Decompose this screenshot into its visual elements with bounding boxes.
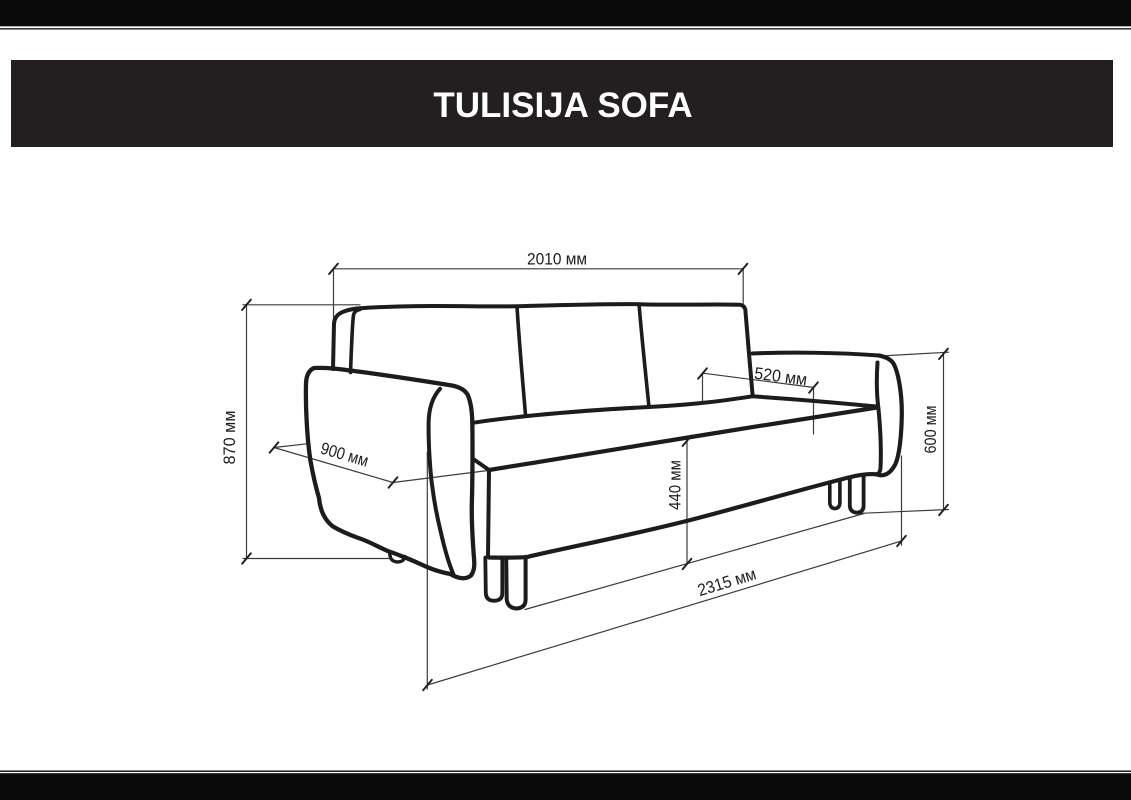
svg-text:440 мм: 440 мм bbox=[666, 460, 685, 510]
svg-text:TULISIJA SOFA: TULISIJA SOFA bbox=[433, 86, 692, 125]
svg-text:870 мм: 870 мм bbox=[220, 411, 239, 465]
svg-text:2010 мм: 2010 мм bbox=[527, 250, 587, 269]
svg-text:600 мм: 600 мм bbox=[921, 406, 940, 454]
